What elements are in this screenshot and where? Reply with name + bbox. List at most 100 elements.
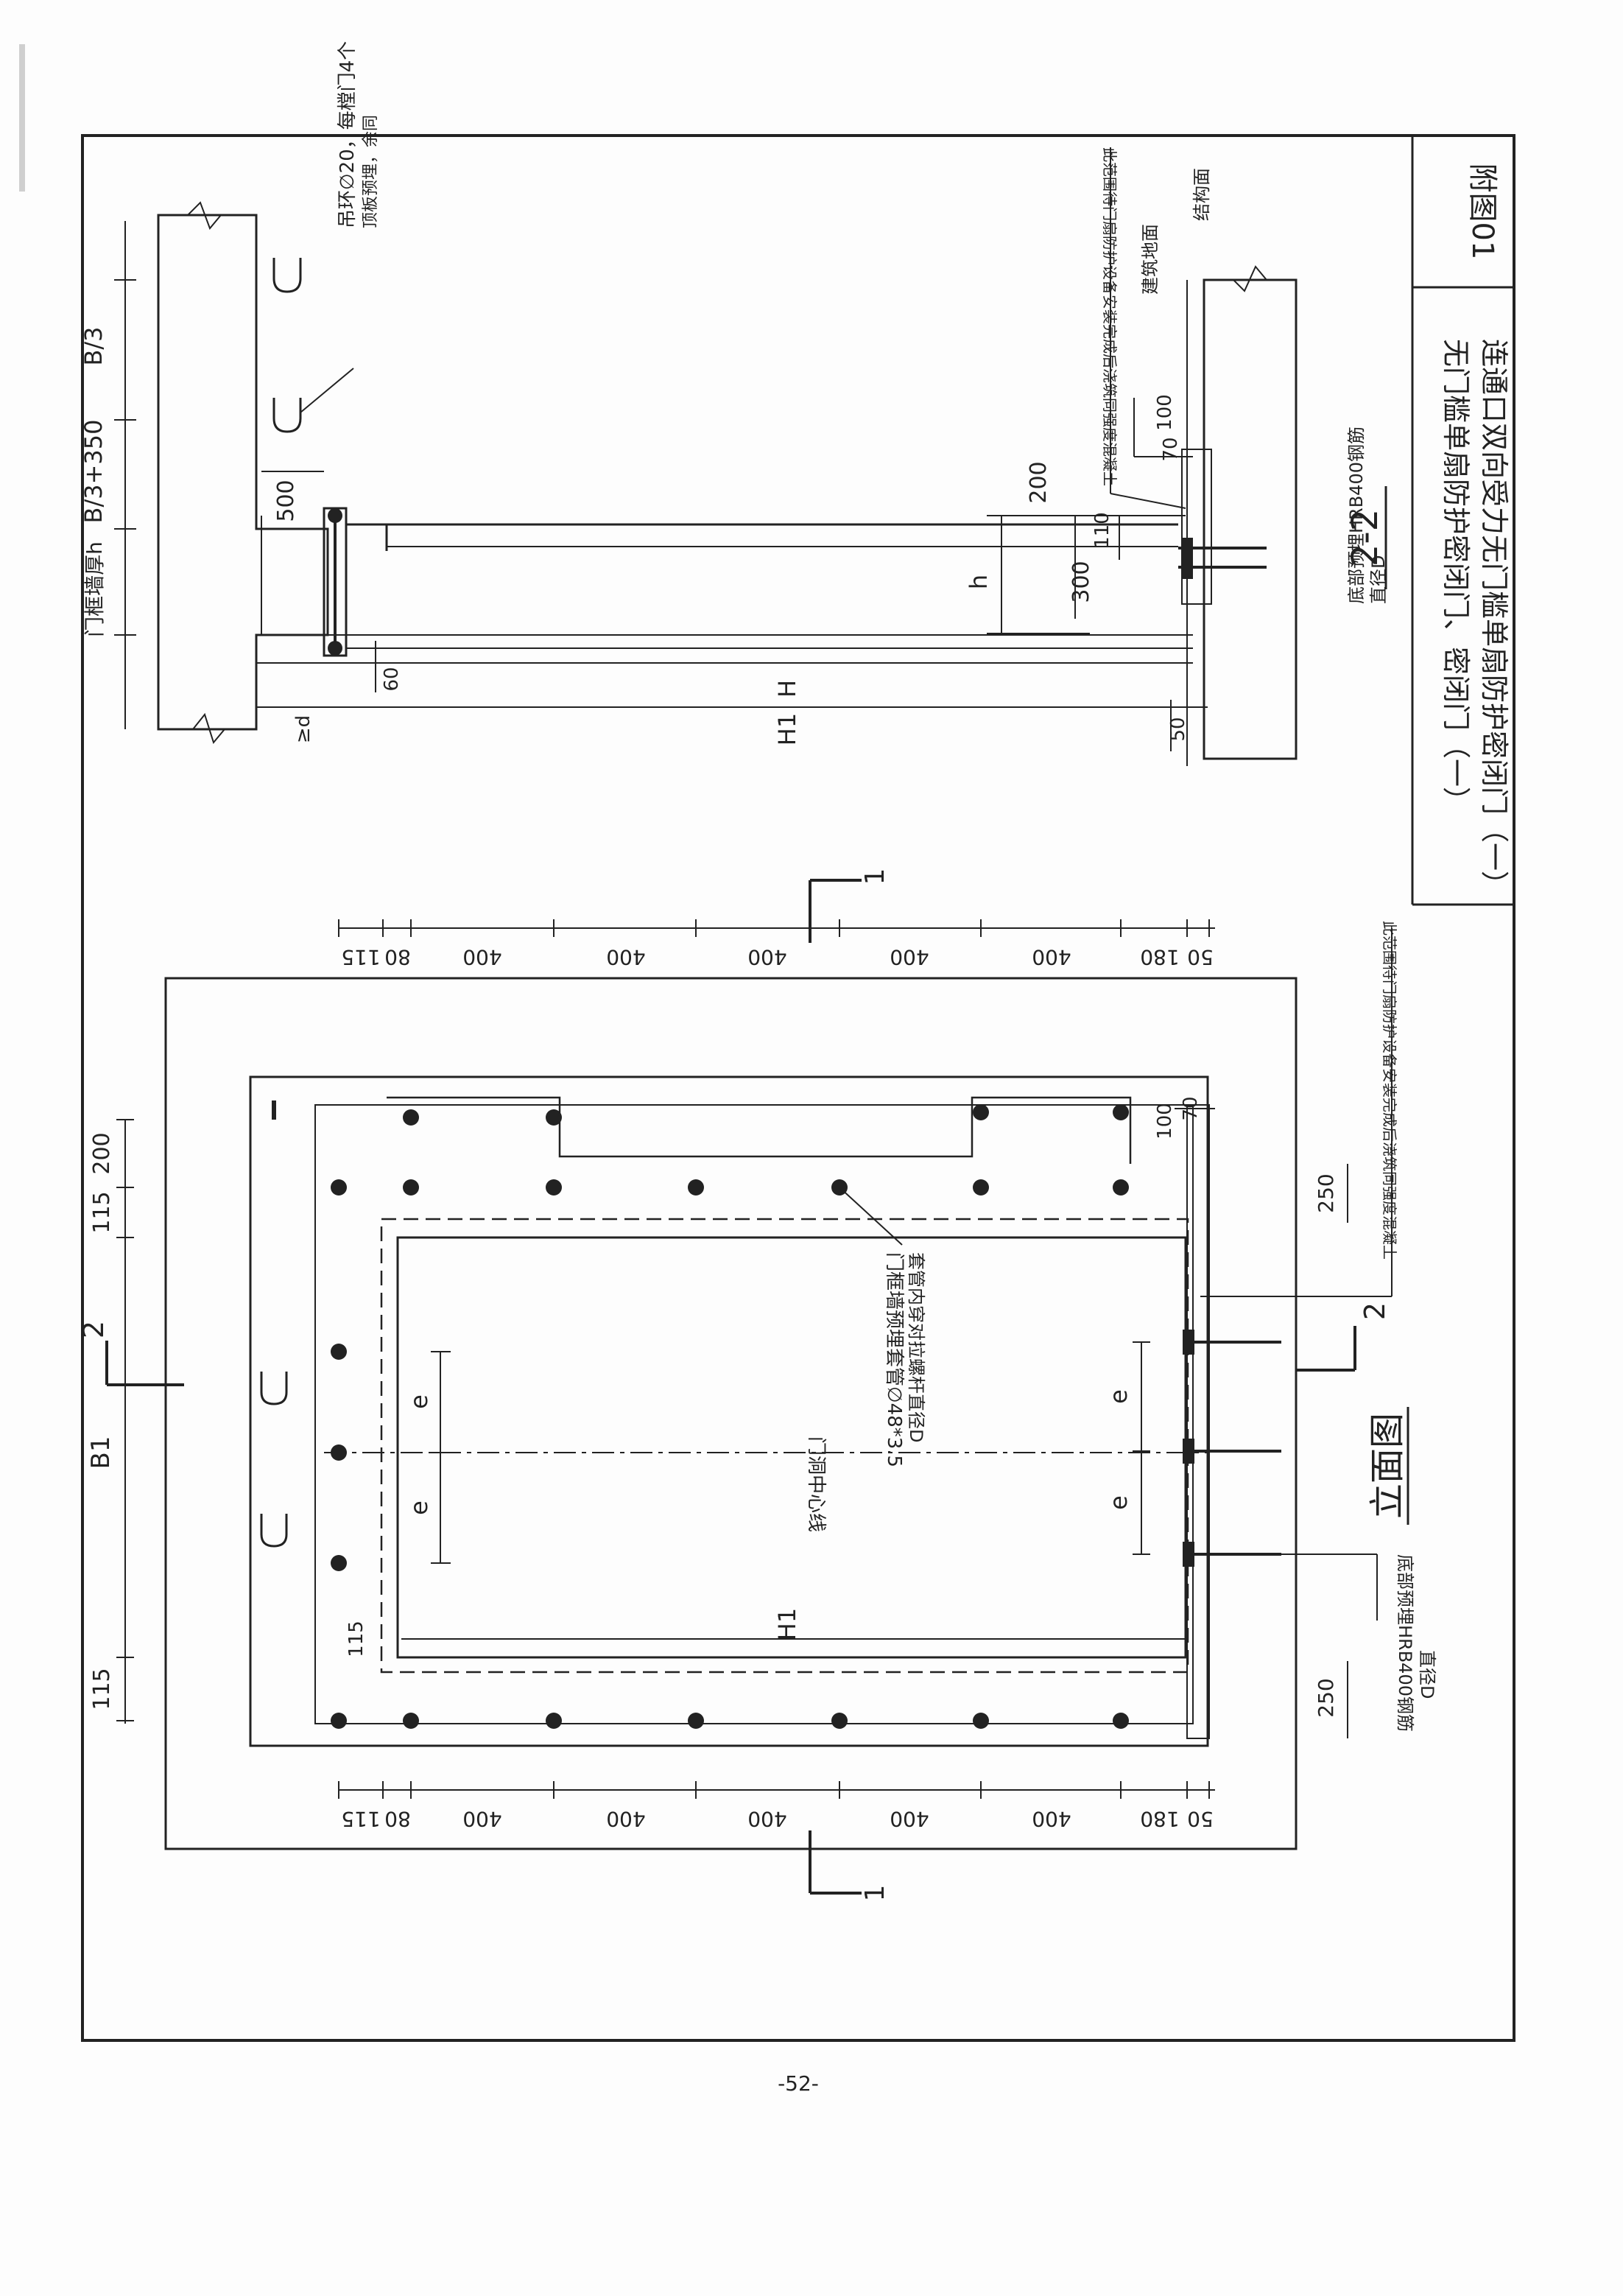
sleeve-icon <box>831 1713 848 1729</box>
sleeve-icon <box>331 1713 347 1729</box>
sleeve-icon <box>403 1713 419 1729</box>
dim-h: h <box>965 575 993 589</box>
dim-200: 200 <box>1026 461 1052 503</box>
dim-ge-d: ≥d <box>292 715 314 743</box>
dim-b3: B/3 <box>80 326 108 365</box>
elevation-dims-top <box>338 919 1215 937</box>
sleeve-icon <box>546 1109 562 1126</box>
door-frame-top-notch <box>387 1096 1132 1164</box>
page-number: -52- <box>778 2071 819 2096</box>
sleeve-row-top <box>331 1104 1129 1196</box>
section-2-2: B/3 B/3+350 门框墙厚h 500 吊环∅20，每樘门4个 顶板预埋，余… <box>80 41 1389 766</box>
sleeve-icon <box>973 1179 989 1196</box>
sleeve-icon <box>331 1344 347 1360</box>
sleeve-icon <box>973 1104 989 1120</box>
anchor-plate <box>1183 1439 1194 1464</box>
elevation-dims-bottom <box>338 1781 1215 1799</box>
dim-bottom-115: 115 <box>341 1807 380 1831</box>
leader-line <box>839 1187 903 1246</box>
section-mark-1-top-label: 1 <box>860 868 890 885</box>
sleeve-row-bottom <box>331 1713 1129 1729</box>
section-mark-2-left <box>105 1341 184 1386</box>
dim-50: 50 <box>1167 717 1189 741</box>
note-sleeve-2: 套管内穿对拉螺杆直径D <box>906 1252 926 1442</box>
dim-right-70: 70 <box>1180 1096 1202 1120</box>
anchor-plate <box>1183 538 1193 579</box>
hoist-ring-icon <box>260 1514 288 1548</box>
sheet-border <box>81 134 1515 2042</box>
title-block: 附图01 无门槛单扇防护密闭门、密闭门（一） 连通口双向受力无门槛单扇防护密闭门… <box>1440 164 1510 899</box>
dim-b3-350: B/3+350 <box>80 420 108 524</box>
note-center-line: 门洞中心线 <box>805 1436 827 1532</box>
dim-right-250a: 250 <box>1314 1173 1338 1212</box>
note-structure-surface: 结构面 <box>1191 168 1212 221</box>
note-rebar: 底部预埋HRB400钢筋 <box>1346 426 1367 604</box>
sleeve-icon <box>403 1109 419 1126</box>
bolt-icon <box>328 641 342 656</box>
dim-top-180: 180 <box>1140 945 1179 969</box>
bottom-anchors <box>1183 1330 1281 1567</box>
note-elevation-rebar-2: 直径D <box>1417 1650 1437 1699</box>
dim-top-115: 115 <box>341 945 380 969</box>
dim-70: 70 <box>1160 437 1182 461</box>
sleeve-icon <box>331 1444 347 1461</box>
note-hoist-ring-2: 顶板预埋，余同 <box>362 115 380 228</box>
section-backfill <box>1181 449 1212 605</box>
dim-right-e1: e <box>1105 1389 1133 1404</box>
leader-line <box>300 368 354 413</box>
note-elevation-backfill: 此范围待门扇防护设备安装完成后浇筑同强度混凝土 <box>1381 921 1398 1260</box>
dim-bottom-400: 400 <box>890 1807 929 1831</box>
leader-line <box>1110 493 1186 509</box>
sleeve-icon <box>688 1713 704 1729</box>
door-frame-dashed <box>380 1218 1189 1674</box>
dim-top-80: 80 <box>384 945 411 969</box>
note-sleeve: 门框墙预埋套管∅48*3.5 <box>883 1252 905 1467</box>
dim-bottom-180: 180 <box>1140 1807 1179 1831</box>
section-mark-2-left-label: 2 <box>77 1321 110 1338</box>
section-ceiling-break-lower <box>158 712 256 745</box>
section-floor-slab <box>1203 278 1298 760</box>
note-floor-surface: 建筑地面 <box>1140 224 1161 295</box>
dim-bottom-50: 50 <box>1187 1807 1214 1831</box>
dim-top-400: 400 <box>890 945 929 969</box>
dim-inner-e1: e <box>405 1394 433 1409</box>
dim-top-400: 400 <box>606 945 645 969</box>
sleeve-icon <box>546 1179 562 1196</box>
dim-inner-H1: H1 <box>773 1608 801 1640</box>
sheet-title-line-2: 连通口双向受力无门槛单扇防护密闭门（一） <box>1478 339 1510 899</box>
elevation-view: 115 80 400 400 400 400 400 180 50 115 80… <box>77 868 1437 1902</box>
dim-top-400: 400 <box>1032 945 1071 969</box>
dim-top-50: 50 <box>1187 945 1214 969</box>
elevation-backfill <box>1186 1104 1210 1739</box>
dim-bottom-80: 80 <box>384 1807 411 1831</box>
elevation-dims-left <box>116 1119 134 1724</box>
dim-inner-e2: e <box>405 1500 433 1515</box>
dim-bottom-400: 400 <box>606 1807 645 1831</box>
section-dimensions-bottom <box>256 641 1208 751</box>
dim-300: 300 <box>1068 561 1094 603</box>
dim-right-100: 100 <box>1154 1103 1176 1140</box>
dim-left-115b: 115 <box>89 1668 115 1710</box>
elevation-dims-right <box>1175 1108 1348 1738</box>
section-mark-1-top <box>809 879 862 943</box>
dim-inner-115: 115 <box>345 1621 367 1657</box>
dim-500: 500 <box>273 480 299 522</box>
hoist-ring-icon <box>272 258 302 293</box>
sleeve-icon <box>1113 1713 1129 1729</box>
door-frame-line <box>314 1104 1194 1724</box>
dim-60: 60 <box>381 667 403 691</box>
sleeve-icon <box>1113 1104 1129 1120</box>
dim-left-115a: 115 <box>89 1191 115 1233</box>
anchor-plate <box>1183 1330 1194 1355</box>
attachment-number: 附图01 <box>1465 164 1499 260</box>
dim-left-B1: B1 <box>86 1436 116 1470</box>
sleeve-icon <box>973 1713 989 1729</box>
dim-wall-h: 门框墙厚h <box>82 541 107 637</box>
dim-top-400: 400 <box>462 945 501 969</box>
anchor-plate <box>1183 1542 1194 1567</box>
sleeve-column-left <box>331 1344 347 1571</box>
sheet-title-line-1: 无门槛单扇防护密闭门、密闭门（一） <box>1440 339 1472 815</box>
dim-H: H <box>773 680 801 698</box>
dim-110: 110 <box>1091 512 1113 549</box>
